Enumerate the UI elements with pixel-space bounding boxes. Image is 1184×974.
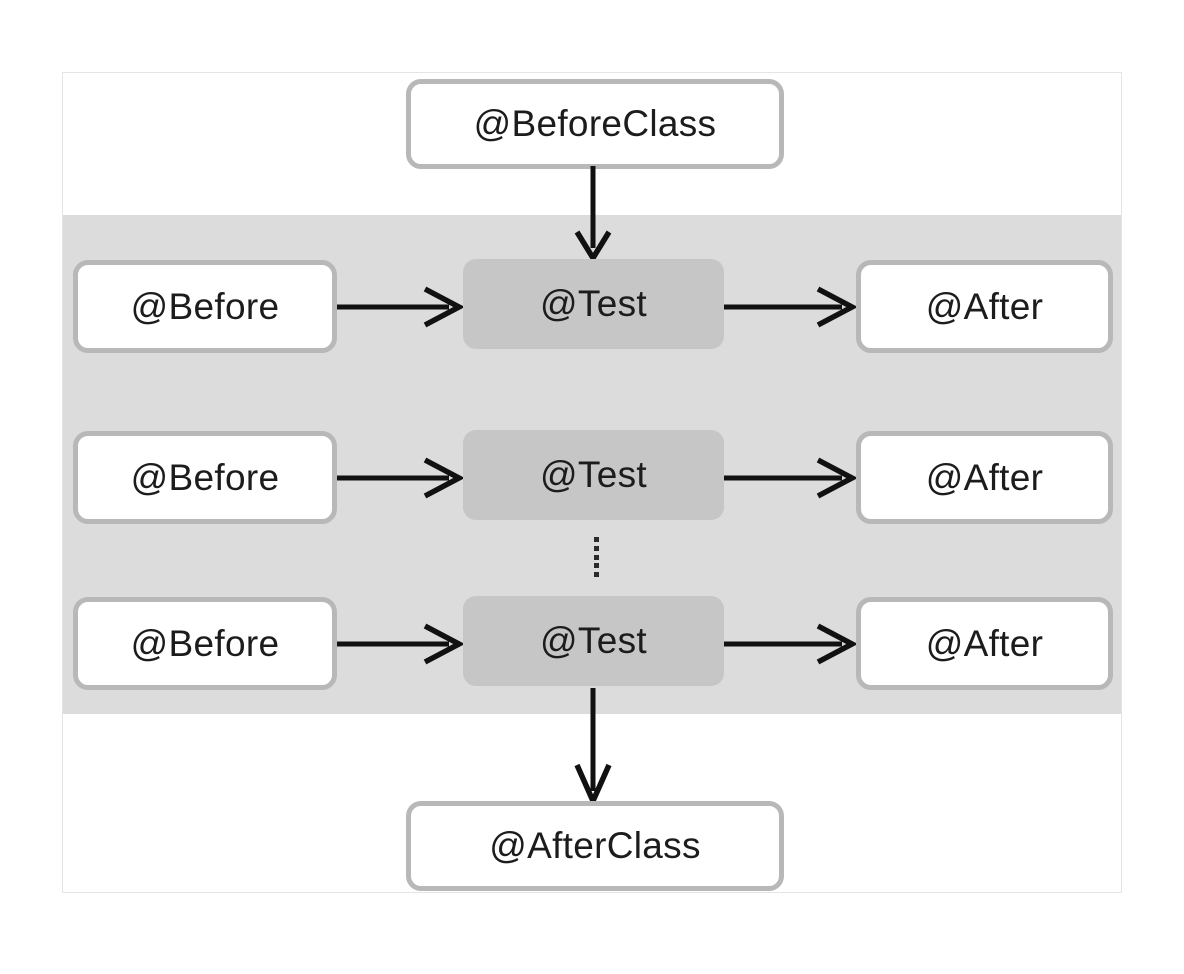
vertical-ellipsis-icon bbox=[590, 537, 602, 577]
node-after-class: @AfterClass bbox=[406, 801, 784, 891]
node-before: @Before bbox=[73, 597, 337, 690]
diagram-frame: @BeforeClass @Before @Test @After @Befor… bbox=[62, 72, 1122, 893]
node-before: @Before bbox=[73, 260, 337, 353]
node-test: @Test bbox=[463, 596, 724, 686]
ellipsis-dot bbox=[593, 545, 599, 551]
node-before: @Before bbox=[73, 431, 337, 524]
node-after: @After bbox=[856, 597, 1113, 690]
node-before-class: @BeforeClass bbox=[406, 79, 784, 169]
node-test: @Test bbox=[463, 430, 724, 520]
ellipsis-dot bbox=[593, 563, 599, 569]
ellipsis-dot bbox=[593, 554, 599, 560]
node-test: @Test bbox=[463, 259, 724, 349]
ellipsis-dot bbox=[593, 537, 599, 542]
ellipsis-dot bbox=[593, 572, 599, 577]
node-after: @After bbox=[856, 260, 1113, 353]
node-after: @After bbox=[856, 431, 1113, 524]
